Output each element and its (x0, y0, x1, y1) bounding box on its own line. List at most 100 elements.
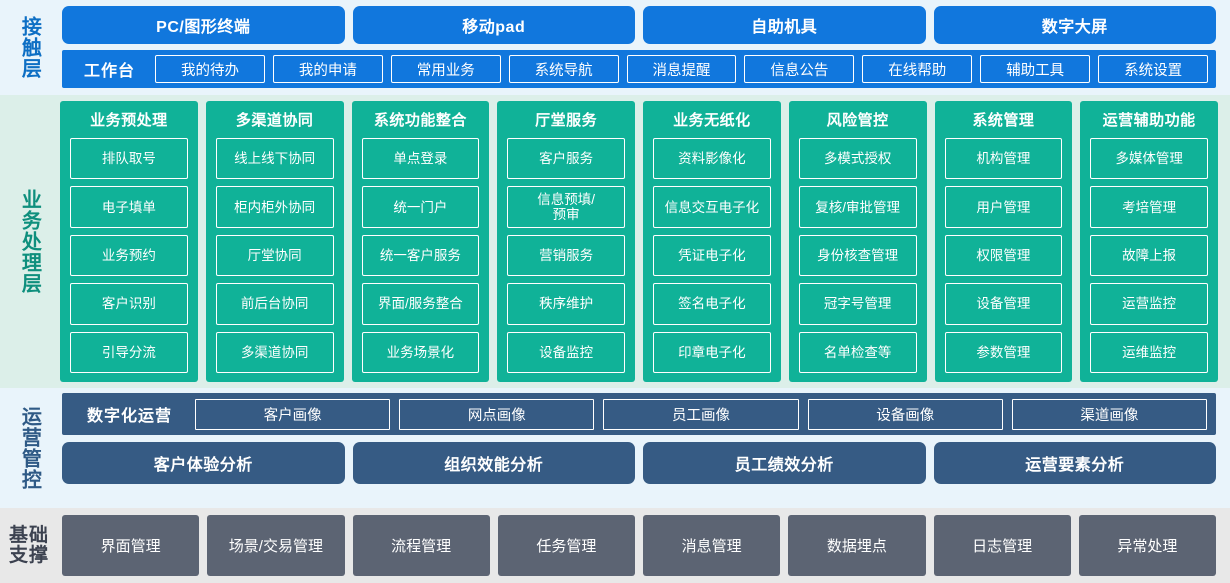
group-item[interactable]: 名单检查等 (798, 331, 917, 374)
channel-chip-digital-screen[interactable]: 数字大屏 (933, 6, 1216, 44)
group-item[interactable]: 电子填单 (70, 186, 188, 228)
group-item[interactable]: 前后台协同 (215, 283, 334, 325)
foundation-chip-process-management[interactable]: 流程管理 (352, 515, 490, 576)
channel-row: PC/图形终端 移动pad 自助机具 数字大屏 (62, 6, 1216, 44)
group-item[interactable]: 业务场景化 (361, 331, 480, 374)
group-item[interactable]: 统一门户 (361, 186, 480, 228)
group-item[interactable]: 故障上报 (1090, 234, 1208, 277)
foundation-chip-data-tracking[interactable]: 数据埋点 (788, 515, 926, 576)
group-item[interactable]: 线上线下协同 (215, 138, 334, 180)
portrait-chip-channel[interactable]: 渠道画像 (1011, 398, 1208, 430)
workbench-item-my-todo[interactable]: 我的待办 (155, 55, 265, 83)
group-item[interactable]: 凭证电子化 (653, 234, 771, 277)
foundation-row: 界面管理 场景/交易管理 流程管理 任务管理 消息管理 数据埋点 日志管理 异常… (62, 515, 1216, 576)
group-item[interactable]: 签名电子化 (653, 283, 771, 325)
group-title: 系统功能整合 (373, 112, 467, 129)
foundation-chip-scene-transaction[interactable]: 场景/交易管理 (207, 515, 345, 576)
group-item[interactable]: 统一客户服务 (361, 234, 480, 277)
group-item[interactable]: 资料影像化 (653, 138, 771, 180)
layer-foundation-body: 界面管理 场景/交易管理 流程管理 任务管理 消息管理 数据埋点 日志管理 异常… (58, 515, 1230, 576)
foundation-chip-exception-handling[interactable]: 异常处理 (1078, 515, 1216, 576)
group-item[interactable]: 多渠道协同 (215, 331, 334, 374)
portrait-chip-employee[interactable]: 员工画像 (603, 398, 799, 430)
business-group-lobby-service: 厅堂服务 客户服务 信息预填/ 预审 营销服务 秩序维护 设备监控 (497, 101, 635, 382)
workbench-item-aux-tools[interactable]: 辅助工具 (980, 55, 1091, 83)
workbench-item-common-business[interactable]: 常用业务 (390, 55, 501, 83)
channel-chip-mobile-pad[interactable]: 移动pad (352, 6, 635, 44)
layer-foundation-label: 基础 支撑 (0, 515, 58, 576)
group-item[interactable]: 业务预约 (70, 234, 188, 277)
layer-business-body: 业务预处理 排队取号 电子填单 业务预约 客户识别 引导分流 多渠道协同 线上线… (58, 101, 1230, 382)
group-item[interactable]: 信息预填/ 预审 (507, 186, 625, 228)
group-item[interactable]: 机构管理 (944, 138, 1063, 180)
group-item[interactable]: 冠字号管理 (798, 283, 917, 325)
workbench-item-announcement[interactable]: 信息公告 (744, 55, 855, 83)
channel-chip-self-service[interactable]: 自助机具 (643, 6, 926, 44)
group-item[interactable]: 身份核查管理 (798, 234, 917, 277)
workbench-item-online-help[interactable]: 在线帮助 (862, 55, 973, 83)
layer-foundation: 基础 支撑 界面管理 场景/交易管理 流程管理 任务管理 消息管理 数据埋点 日… (0, 508, 1230, 583)
group-item[interactable]: 运维监控 (1090, 331, 1208, 374)
group-title: 业务预处理 (90, 112, 168, 129)
group-item[interactable]: 用户管理 (944, 186, 1063, 228)
group-title: 系统管理 (972, 112, 1035, 129)
business-group-operation-support: 运营辅助功能 多媒体管理 考培管理 故障上报 运营监控 运维监控 (1080, 101, 1218, 382)
foundation-chip-task-management[interactable]: 任务管理 (497, 515, 635, 576)
group-item[interactable]: 参数管理 (944, 331, 1063, 374)
foundation-chip-message-management[interactable]: 消息管理 (643, 515, 781, 576)
group-title: 运营辅助功能 (1102, 112, 1196, 129)
portrait-chip-branch[interactable]: 网点画像 (399, 398, 595, 430)
foundation-chip-log-management[interactable]: 日志管理 (933, 515, 1071, 576)
layer-foundation-label-line2: 支撑 (8, 544, 49, 566)
layer-contact-body: PC/图形终端 移动pad 自助机具 数字大屏 工作台 我的待办 我的申请 常用… (58, 6, 1230, 89)
group-item[interactable]: 信息交互电子化 (653, 186, 771, 228)
analysis-chip-employee-performance[interactable]: 员工绩效分析 (643, 442, 926, 484)
portrait-chip-device[interactable]: 设备画像 (807, 398, 1003, 430)
group-item[interactable]: 排队取号 (70, 138, 188, 180)
group-item[interactable]: 客户识别 (70, 283, 188, 325)
channel-chip-pc[interactable]: PC/图形终端 (62, 6, 345, 44)
group-item[interactable]: 权限管理 (944, 234, 1063, 277)
analysis-row: 客户体验分析 组织效能分析 员工绩效分析 运营要素分析 (62, 442, 1216, 484)
business-group-system-integration: 系统功能整合 单点登录 统一门户 统一客户服务 界面/服务整合 业务场景化 (351, 101, 490, 382)
group-item[interactable]: 营销服务 (507, 234, 625, 277)
business-group-multichannel: 多渠道协同 线上线下协同 柜内柜外协同 厅堂协同 前后台协同 多渠道协同 (205, 101, 344, 382)
group-item[interactable]: 界面/服务整合 (361, 283, 480, 325)
layer-foundation-label-line1: 基础 (8, 524, 49, 546)
group-title: 多渠道协同 (235, 112, 314, 129)
business-group-row: 业务预处理 排队取号 电子填单 业务预约 客户识别 引导分流 多渠道协同 线上线… (60, 101, 1218, 382)
group-item[interactable]: 运营监控 (1090, 283, 1208, 325)
group-title: 风险管控 (826, 112, 889, 129)
layer-contact: 接触层 PC/图形终端 移动pad 自助机具 数字大屏 工作台 我的待办 我的申… (0, 0, 1230, 95)
group-item[interactable]: 客户服务 (507, 138, 625, 180)
group-title: 业务无纸化 (673, 112, 751, 129)
workbench-item-system-settings[interactable]: 系统设置 (1098, 55, 1209, 83)
workbench-item-system-nav[interactable]: 系统导航 (508, 55, 619, 83)
group-item[interactable]: 柜内柜外协同 (215, 186, 334, 228)
foundation-chip-ui-management[interactable]: 界面管理 (62, 515, 200, 576)
group-item[interactable]: 多媒体管理 (1090, 138, 1208, 180)
group-item[interactable]: 印章电子化 (653, 331, 771, 374)
layer-business: 业务处理层 业务预处理 排队取号 电子填单 业务预约 客户识别 引导分流 多渠道… (0, 95, 1230, 388)
business-group-risk-control: 风险管控 多模式授权 复核/审批管理 身份核查管理 冠字号管理 名单检查等 (788, 101, 927, 382)
group-item[interactable]: 秩序维护 (507, 283, 625, 325)
workbench-item-my-application[interactable]: 我的申请 (272, 55, 383, 83)
group-item[interactable]: 复核/审批管理 (798, 186, 917, 228)
analysis-chip-org-efficiency[interactable]: 组织效能分析 (352, 442, 635, 484)
group-item[interactable]: 引导分流 (70, 331, 188, 374)
group-item[interactable]: 多模式授权 (798, 138, 917, 180)
layer-operations-body: 数字化运营 客户画像 网点画像 员工画像 设备画像 渠道画像 客户体验分析 组织… (58, 393, 1230, 503)
group-item[interactable]: 考培管理 (1090, 186, 1208, 228)
layer-operations-label: 运营管控 (18, 406, 41, 490)
workbench-item-message-alert[interactable]: 消息提醒 (626, 55, 737, 83)
analysis-chip-customer-experience[interactable]: 客户体验分析 (62, 442, 345, 484)
group-item[interactable]: 设备监控 (507, 331, 625, 374)
group-item[interactable]: 厅堂协同 (215, 234, 334, 277)
digital-operation-row: 数字化运营 客户画像 网点画像 员工画像 设备画像 渠道画像 (62, 393, 1216, 435)
business-group-paperless: 业务无纸化 资料影像化 信息交互电子化 凭证电子化 签名电子化 印章电子化 (643, 101, 781, 382)
analysis-chip-operation-factor[interactable]: 运营要素分析 (933, 442, 1216, 484)
portrait-chip-customer[interactable]: 客户画像 (195, 398, 391, 430)
group-item[interactable]: 设备管理 (944, 283, 1063, 325)
group-item[interactable]: 单点登录 (361, 138, 480, 180)
